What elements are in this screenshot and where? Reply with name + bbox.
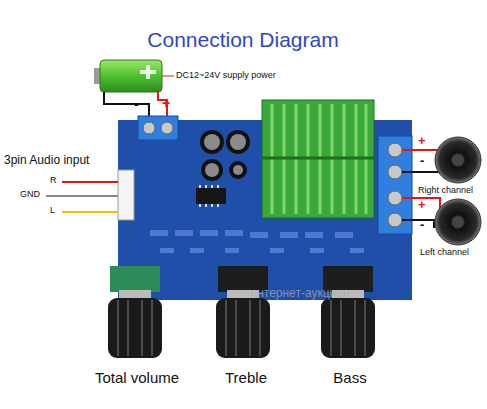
pcb-traces bbox=[150, 230, 364, 253]
pin-name: L bbox=[50, 206, 55, 216]
power-terminal bbox=[138, 116, 178, 140]
terminal-screw bbox=[161, 122, 173, 134]
audio-wire-r bbox=[62, 181, 118, 183]
potentiometers bbox=[110, 266, 373, 300]
polarity-sign: - bbox=[420, 218, 424, 232]
speaker-wire bbox=[402, 198, 440, 216]
battery-plus-symbol bbox=[140, 65, 156, 79]
supply-label: DC12~24V supply power bbox=[176, 71, 276, 81]
audio-wire-gnd bbox=[46, 195, 118, 197]
knob-label: Bass bbox=[333, 370, 366, 387]
speaker-dust-cap bbox=[452, 154, 464, 166]
input-label: 3pin Audio input bbox=[4, 154, 89, 167]
polarity-sign: + bbox=[162, 96, 170, 111]
knob-label: Total volume bbox=[95, 370, 179, 387]
speaker-wire bbox=[402, 220, 434, 228]
capacitors bbox=[200, 130, 250, 181]
channel-label: Left channel bbox=[420, 248, 469, 258]
chip-pins bbox=[199, 185, 219, 207]
audio-connector bbox=[118, 170, 134, 220]
watermark: интернет-аукцион bbox=[250, 287, 349, 300]
terminal-screws bbox=[388, 143, 402, 227]
chip bbox=[196, 188, 226, 204]
polarity-sign: - bbox=[134, 97, 139, 112]
left-speaker bbox=[435, 199, 481, 245]
channel-label: Right channel bbox=[418, 186, 473, 196]
speaker-dust-cap bbox=[452, 216, 464, 228]
diagram-title: Connection Diagram bbox=[147, 28, 338, 51]
polarity-sign: + bbox=[418, 134, 426, 148]
leader-line bbox=[162, 76, 174, 77]
pin-name: R bbox=[50, 176, 57, 186]
knob-ridges bbox=[118, 300, 365, 356]
knobs bbox=[108, 298, 375, 358]
pin-name: GND bbox=[20, 190, 40, 200]
heatsink-split bbox=[262, 157, 374, 160]
terminal-screw bbox=[143, 122, 155, 134]
audio-wire-l bbox=[62, 211, 118, 213]
polarity-sign: - bbox=[420, 154, 424, 168]
right-speaker bbox=[435, 137, 481, 183]
knob-label: Treble bbox=[225, 370, 267, 387]
polarity-sign: + bbox=[418, 198, 426, 212]
battery bbox=[100, 60, 162, 92]
heatsink bbox=[262, 100, 374, 218]
